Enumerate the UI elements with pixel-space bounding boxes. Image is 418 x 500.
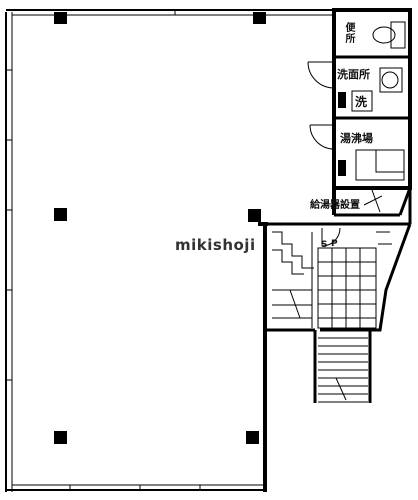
water-heater-label: 給湯器設置 — [310, 200, 360, 211]
structural-columns — [54, 12, 266, 444]
stair-winders — [272, 231, 314, 328]
kitchenette-label: 湯沸場 — [340, 132, 373, 145]
stair-door — [321, 227, 341, 247]
watermark: mikishoji — [175, 236, 256, 254]
lower-stair-treads — [318, 337, 368, 403]
sink-counter — [355, 149, 405, 181]
ps-label: P — [331, 239, 338, 249]
stair-walls — [265, 188, 412, 403]
pipe-shafts — [338, 92, 346, 176]
washer-box — [351, 90, 373, 112]
washroom-label: 洗面所 — [337, 68, 370, 81]
main-walls — [258, 10, 336, 492]
wet-area-walls — [332, 8, 412, 217]
s-label: S — [321, 240, 328, 250]
toilet-fixture — [372, 21, 406, 49]
left-window-wall — [5, 12, 13, 492]
bottom-window-wall — [6, 484, 265, 491]
water-heater-symbol — [363, 189, 394, 215]
wash-basin — [379, 67, 403, 93]
toilet-label: 便所 — [343, 22, 354, 44]
washer-label: 洗 — [355, 95, 368, 109]
stair-grid — [317, 231, 392, 329]
wet-room-doors — [307, 61, 335, 150]
